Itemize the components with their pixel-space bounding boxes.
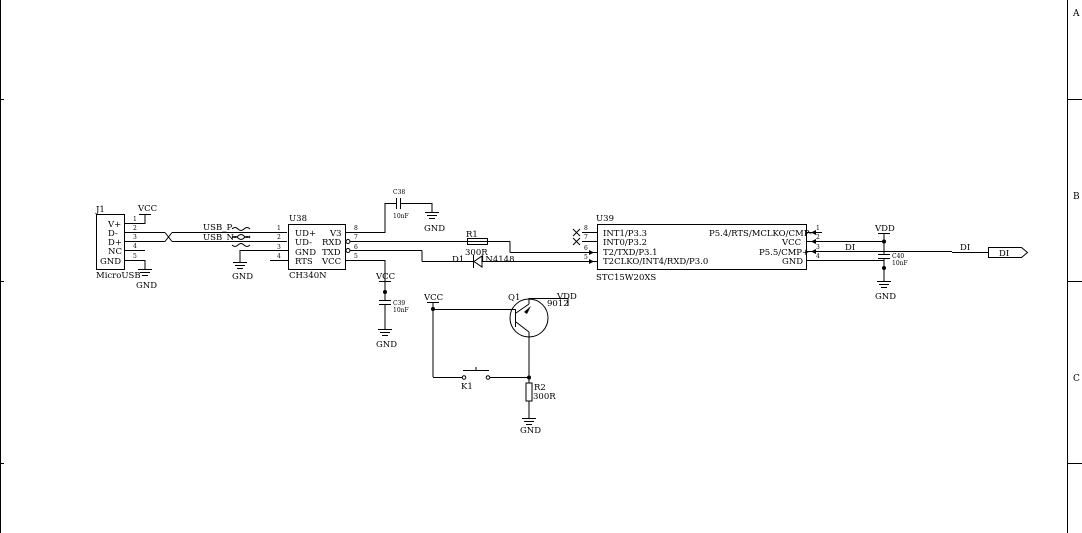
u38-pin6-num: 6: [354, 244, 358, 251]
c40-ref: C40: [892, 253, 904, 260]
c40-gnd-label: GND: [875, 292, 896, 302]
u38-pin8-num: 8: [354, 225, 358, 232]
u39-ref: U39: [596, 214, 614, 224]
u39-pin4-num: 4: [816, 253, 820, 260]
u39-pin1-num: 1: [816, 225, 820, 232]
c38-value: 10nF: [393, 213, 409, 220]
usb-p-label: USB_P: [203, 223, 232, 233]
usb-data-nets: USB_P USB_N: [164, 223, 287, 247]
u38-pin7-name: RXD: [322, 238, 341, 248]
zone-label-b: B: [1073, 192, 1080, 202]
ic-u39[interactable]: U39 STC15W20XS INT1/P3.3 INT0/P3.2 T2/TX…: [572, 214, 952, 283]
j1-pin4-num: 4: [133, 243, 137, 250]
r2-gnd-label: GND: [520, 426, 541, 436]
j1-pin4-name: NC: [108, 247, 122, 257]
d1-value: 1N4148: [480, 255, 514, 265]
capacitor-c39[interactable]: VCC C39 10nF GND: [375, 260, 409, 350]
c38-gnd-label: GND: [424, 224, 445, 234]
j1-ref: J1: [95, 205, 105, 215]
u39-pin3-name: P5.5/CMP+: [759, 248, 809, 258]
port-di[interactable]: DI DI: [952, 243, 1029, 259]
r2-ref: R2: [534, 383, 546, 393]
j1-gnd-label: GND: [136, 281, 157, 291]
u39-value: STC15W20XS: [596, 273, 656, 283]
j1-pin2-num: 2: [133, 225, 137, 232]
j1-vcc-label: VCC: [137, 204, 157, 214]
k1-ref: K1: [461, 382, 473, 392]
k1-vcc-label: VCC: [423, 293, 443, 303]
u39-di-label: DI: [845, 243, 855, 253]
u39-pin7-name: INT0/P3.2: [603, 238, 647, 248]
u38-pin7-num: 7: [354, 234, 358, 241]
u39-pin2-num: 2: [816, 234, 820, 241]
transistor-q1[interactable]: Q1 9012 VDD: [433, 292, 577, 377]
u38-gnd-label: GND: [232, 272, 253, 282]
u38-pin4-name: RTS: [295, 257, 313, 267]
c39-vcc-label: VCC: [375, 272, 395, 282]
r1-ref: R1: [466, 230, 478, 240]
c39-gnd-label: GND: [376, 340, 397, 350]
u39-pin8-name: INT1/P3.3: [603, 229, 647, 239]
u38-pin1-num: 1: [277, 225, 281, 232]
c40-vdd-label: VDD: [874, 224, 895, 234]
u39-pin3-num: 3: [816, 244, 820, 251]
d1-ref: D1: [452, 255, 464, 265]
u38-pin6-name: TXD: [322, 248, 341, 258]
c39-ref: C39: [393, 300, 405, 307]
zone-label-c: C: [1073, 374, 1080, 384]
c40-value: 10nF: [892, 260, 908, 267]
c38-ref: C38: [393, 189, 405, 196]
u38-pin4-num: 4: [277, 253, 281, 260]
capacitor-c38[interactable]: C38 10nF GND: [384, 189, 445, 234]
c39-value: 10nF: [393, 307, 409, 314]
diode-d1[interactable]: D1 1N4148: [410, 250, 588, 269]
j1-pin3-name: D+: [108, 238, 122, 248]
j1-pin5-name: GND: [100, 257, 121, 267]
j1-pin2-name: D-: [108, 229, 118, 239]
u39-pin5-num: 5: [584, 254, 588, 261]
u39-pin7-num: 7: [584, 234, 588, 241]
u38-pin3-num: 3: [277, 244, 281, 251]
u38-pin8-name: V3: [329, 229, 342, 239]
capacitor-c40[interactable]: VDD C40 10nF GND: [874, 224, 908, 302]
u39-pin4-name: GND: [782, 257, 803, 267]
port-di-label: DI: [999, 249, 1009, 259]
r2-value: 300R: [533, 392, 556, 402]
u38-pin3-name: GND: [295, 248, 316, 258]
j1-value: MicroUSB: [96, 271, 141, 281]
u38-pin2-num: 2: [277, 234, 281, 241]
j1-pin5-num: 5: [133, 253, 137, 260]
u38-ground: GND: [232, 250, 270, 282]
u38-pin2-name: UD-: [295, 238, 312, 248]
u38-value: CH340N: [289, 271, 327, 281]
resistor-r2[interactable]: R2 300R GND: [520, 375, 556, 437]
zone-label-a: A: [1072, 9, 1080, 19]
u38-pin1-name: UD+: [295, 229, 316, 239]
usb-n-label: USB_N: [203, 233, 234, 243]
port-di-wire-label: DI: [960, 243, 970, 253]
u38-pin5-name: VCC: [321, 257, 341, 267]
q1-value: 9012: [547, 299, 569, 309]
u38-pin5-num: 5: [354, 253, 358, 260]
u39-pin1-name: P5.4/RTS/MCLKO/CMP-: [709, 229, 812, 239]
connector-j1[interactable]: J1 V+ D- D+ NC GND MicroUSB 1 2 3 4 5 VC…: [95, 204, 165, 291]
j1-pin1-num: 1: [133, 216, 137, 223]
u38-ref: U38: [289, 214, 307, 224]
u39-pin6-num: 6: [584, 245, 588, 252]
j1-pin3-num: 3: [133, 234, 137, 241]
q1-ref: Q1: [508, 293, 520, 303]
r1-value: 300R: [465, 248, 488, 258]
switch-k1[interactable]: VCC K1: [423, 293, 529, 392]
u39-pin5-name: T2CLKO/INT4/RXD/P3.0: [603, 257, 708, 267]
u39-pin8-num: 8: [584, 225, 588, 232]
j1-pin1-name: V+: [107, 220, 121, 230]
u39-pin2-name: VCC: [781, 238, 801, 248]
q1-vdd-label: VDD: [556, 292, 577, 302]
u39-pin6-name: T2/TXD/P3.1: [603, 248, 658, 258]
ic-u38[interactable]: U38 CH340N UD+ UD- GND RTS V3 RXD TXD VC…: [270, 214, 510, 281]
resistor-r1[interactable]: R1 300R: [465, 230, 588, 258]
